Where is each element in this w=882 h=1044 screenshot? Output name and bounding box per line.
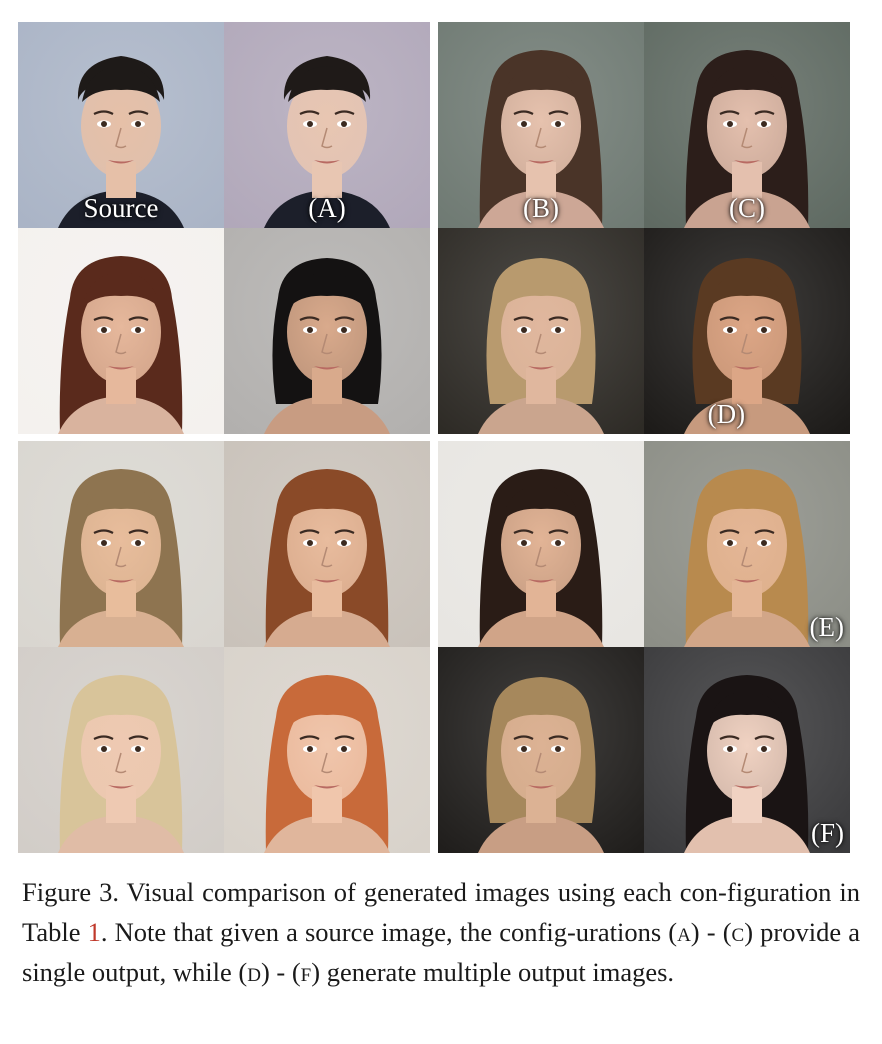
config-label: (c)	[722, 917, 754, 947]
face-image	[438, 228, 644, 434]
image-label: (F)	[811, 818, 844, 848]
face-image: Source	[18, 22, 224, 228]
face-image	[224, 441, 430, 647]
image-label: (E)	[809, 612, 844, 642]
config-label: (a)	[668, 917, 700, 947]
face-image	[18, 647, 224, 853]
config-label: (d)	[238, 957, 270, 987]
face-image	[438, 441, 644, 647]
face-image	[18, 228, 224, 434]
face-image	[224, 228, 430, 434]
face-image: (C)	[644, 22, 850, 228]
caption-text: -	[699, 917, 723, 947]
caption-text: provide a single output, while	[22, 917, 860, 987]
figure-caption: Figure 3. Visual comparison of generated…	[22, 872, 860, 992]
caption-text: . Note that given a source image, the co…	[100, 917, 669, 947]
face-image	[224, 647, 430, 853]
caption-text: generate multiple output images.	[320, 957, 675, 987]
image-label: Source	[83, 193, 159, 223]
face-image	[438, 647, 644, 853]
face-image: (A)	[224, 22, 430, 228]
face-image: (D)	[644, 228, 850, 434]
caption-text: -	[269, 957, 292, 987]
face-image	[18, 441, 224, 647]
config-label: (f)	[291, 957, 321, 987]
image-label: (D)	[707, 399, 746, 429]
face-image: (E)	[644, 441, 850, 647]
face-image: (F)	[644, 647, 850, 853]
table-reference-link[interactable]: 1	[87, 917, 101, 947]
figure-grid: Source (A)	[18, 22, 850, 853]
face-image: (B)	[438, 22, 644, 228]
caption-text: Figure 3. Visual comparison of generated…	[22, 877, 860, 947]
image-label: (C)	[729, 193, 765, 223]
image-label: (A)	[308, 193, 346, 223]
image-label: (B)	[523, 193, 559, 223]
